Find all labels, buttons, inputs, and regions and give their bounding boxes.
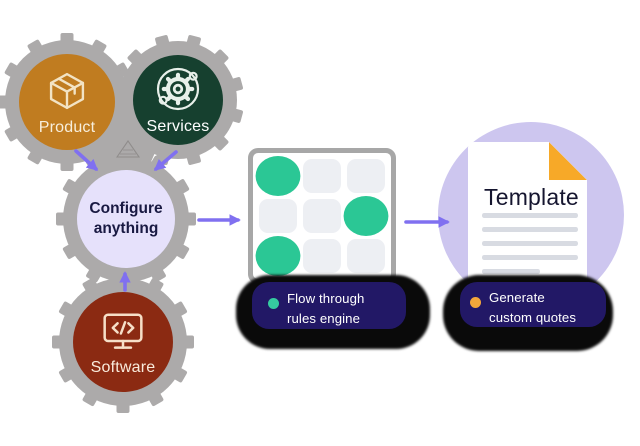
node-product: Product bbox=[19, 54, 115, 150]
grid-cell bbox=[303, 199, 341, 233]
document-icon: Template bbox=[468, 142, 587, 288]
rules-caption-pill: Flow through rules engine bbox=[252, 282, 406, 329]
node-services: Services bbox=[133, 55, 223, 145]
grid-cell-active bbox=[343, 195, 389, 237]
orbit-gear-icon bbox=[156, 67, 200, 110]
node-services-label: Services bbox=[146, 117, 210, 135]
grid-cell-active bbox=[255, 235, 301, 277]
node-software: Software bbox=[73, 292, 173, 392]
quotes-caption: Generate custom quotes bbox=[489, 290, 577, 325]
gear-tooth bbox=[213, 49, 229, 65]
node-configure-anything: Configure anything bbox=[77, 170, 175, 268]
document-title: Template bbox=[484, 184, 579, 210]
teal-bullet-dot bbox=[268, 298, 279, 309]
document-line bbox=[482, 213, 578, 218]
code-monitor-icon bbox=[103, 313, 143, 349]
node-software-label: Software bbox=[90, 358, 156, 376]
document-text-lines bbox=[482, 213, 578, 274]
box-icon bbox=[49, 72, 85, 109]
node-product-label: Product bbox=[38, 118, 96, 136]
quotes-caption-pill: Generate custom quotes bbox=[460, 282, 606, 327]
document-line bbox=[482, 227, 578, 232]
grid-cell-active bbox=[255, 155, 301, 197]
grid-cell bbox=[303, 239, 341, 273]
grid-cell bbox=[303, 159, 341, 193]
grid-cell bbox=[347, 159, 385, 193]
document-line bbox=[482, 241, 578, 246]
triangle-icon bbox=[115, 140, 141, 158]
grid-cell bbox=[259, 199, 297, 233]
gear-tooth bbox=[213, 135, 229, 151]
rules-caption: Flow through rules engine bbox=[287, 291, 365, 326]
rules-engine-grid bbox=[248, 148, 396, 284]
gear-tooth bbox=[127, 49, 143, 65]
hub-label: Configure anything bbox=[89, 199, 163, 237]
orange-bullet-dot bbox=[470, 297, 481, 308]
document-line bbox=[482, 255, 578, 260]
document-line bbox=[482, 269, 540, 274]
grid-cell bbox=[347, 239, 385, 273]
